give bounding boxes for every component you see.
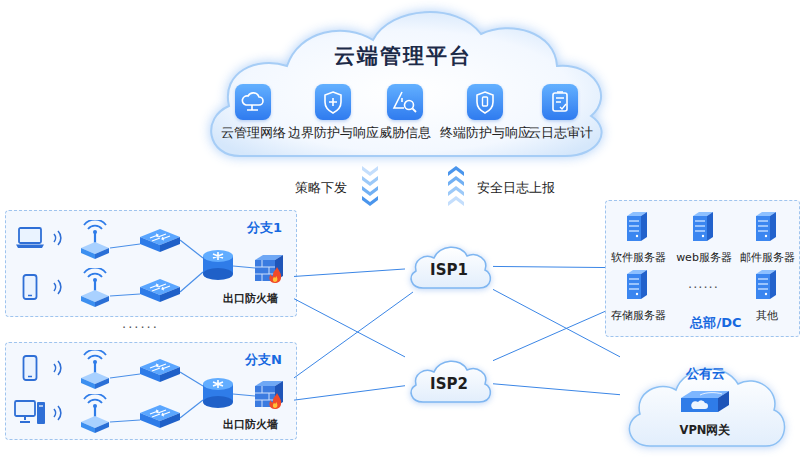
public-cloud: 公有云 VPN网关 — [620, 352, 790, 452]
network-link — [493, 311, 605, 360]
node-label: 终端防护与响应 — [435, 125, 535, 141]
server-device: web服务器 — [671, 209, 737, 267]
node-label: ISP2 — [405, 375, 493, 393]
feature-icon-art — [315, 84, 351, 120]
feature-item: 终端防护与响应 — [435, 80, 535, 142]
desktop-icon — [15, 401, 45, 424]
node-label: 其他 — [734, 309, 800, 322]
switch-icon — [140, 359, 180, 382]
isp-cloud: ISP2 — [405, 354, 493, 406]
network-link — [493, 384, 620, 395]
node-label: 出口防火墙 — [223, 418, 278, 431]
core-switch-icon — [203, 250, 233, 280]
node-label: 邮件服务器 — [734, 251, 800, 264]
network-link — [294, 299, 405, 357]
node-label: 出口防火墙 — [223, 292, 278, 305]
feature-icon-art — [235, 84, 271, 120]
node-label: 云日志审计 — [510, 125, 610, 141]
node-label: 软件服务器 — [605, 251, 671, 264]
server-icon — [756, 212, 776, 241]
node-label: ISP1 — [405, 261, 493, 279]
network-link — [493, 266, 605, 267]
isp-cloud: ISP1 — [405, 240, 493, 292]
network-link — [294, 269, 405, 276]
firewall-icon — [255, 381, 283, 409]
access-point-icon — [81, 350, 109, 389]
up-chevrons — [448, 166, 464, 206]
phone-icon — [24, 275, 37, 299]
flow-label: 安全日志上报 — [477, 180, 555, 196]
lan-wires — [110, 240, 255, 422]
feature-icon-art — [467, 84, 503, 120]
access-point-icon — [81, 268, 109, 307]
access-point-icon — [81, 394, 109, 433]
feature-icon-art — [387, 84, 423, 120]
node-label: 云端管理平台 — [195, 44, 610, 69]
cloud-platform: 云端管理平台云管理网络边界防护与响应威胁信息终端防护与响应云日志审计 — [195, 0, 610, 162]
network-link — [294, 386, 405, 400]
wireless-signal — [54, 361, 61, 375]
vpn-gateway: VPN网关 — [670, 386, 740, 442]
feature-item: 云日志审计 — [510, 80, 610, 142]
node-label: VPN网关 — [670, 424, 740, 438]
firewall-device: 出口防火墙 — [219, 251, 294, 307]
firewall-device: 出口防火墙 — [219, 377, 294, 433]
network-link — [294, 292, 413, 378]
access-point-icon — [81, 220, 109, 259]
branch-site: 分支1 出口防火墙 — [5, 210, 297, 317]
server-device: 存储服务器 — [605, 267, 671, 325]
server-icon — [627, 270, 647, 299]
feature-item: 边界防护与响应 — [283, 80, 383, 142]
phone-icon — [24, 356, 37, 380]
wireless-signal — [54, 406, 61, 420]
feature-icon-art — [542, 84, 578, 120]
laptop-icon — [16, 228, 44, 248]
server-icon — [627, 212, 647, 241]
firewall-icon — [255, 255, 283, 283]
node-label: 分支1 — [247, 220, 282, 236]
server-icon — [693, 212, 713, 241]
server-device: 邮件服务器 — [734, 209, 800, 267]
switch-icon — [140, 405, 180, 428]
vpn-gateway-icon — [681, 391, 729, 412]
server-device: 软件服务器 — [605, 209, 671, 267]
wireless-signal — [54, 231, 61, 245]
branch-site: 分支N 出口防火墙 — [5, 342, 297, 440]
node-label: web服务器 — [671, 251, 737, 264]
flow-label: 策略下发 — [240, 180, 347, 196]
network-link — [493, 289, 620, 356]
node-label: 边界防护与响应 — [283, 125, 383, 141]
core-switch-icon — [203, 378, 233, 408]
switch-icon — [140, 229, 180, 252]
down-chevrons — [362, 166, 378, 206]
node-label: 公有云 — [620, 366, 790, 382]
ellipsis-mark: ...... — [122, 316, 159, 332]
server-icon — [756, 270, 776, 299]
switch-icon — [140, 279, 180, 302]
node-label: 总部/DC — [666, 315, 766, 331]
wireless-signal — [54, 280, 61, 294]
node-label: 分支N — [245, 352, 282, 368]
server-device: 其他 — [734, 267, 800, 325]
node-label: 存储服务器 — [605, 309, 671, 322]
datacenter-site: 总部/DC 软件服务器web服务器邮件服务器存储服务器 其他 — [605, 200, 800, 337]
